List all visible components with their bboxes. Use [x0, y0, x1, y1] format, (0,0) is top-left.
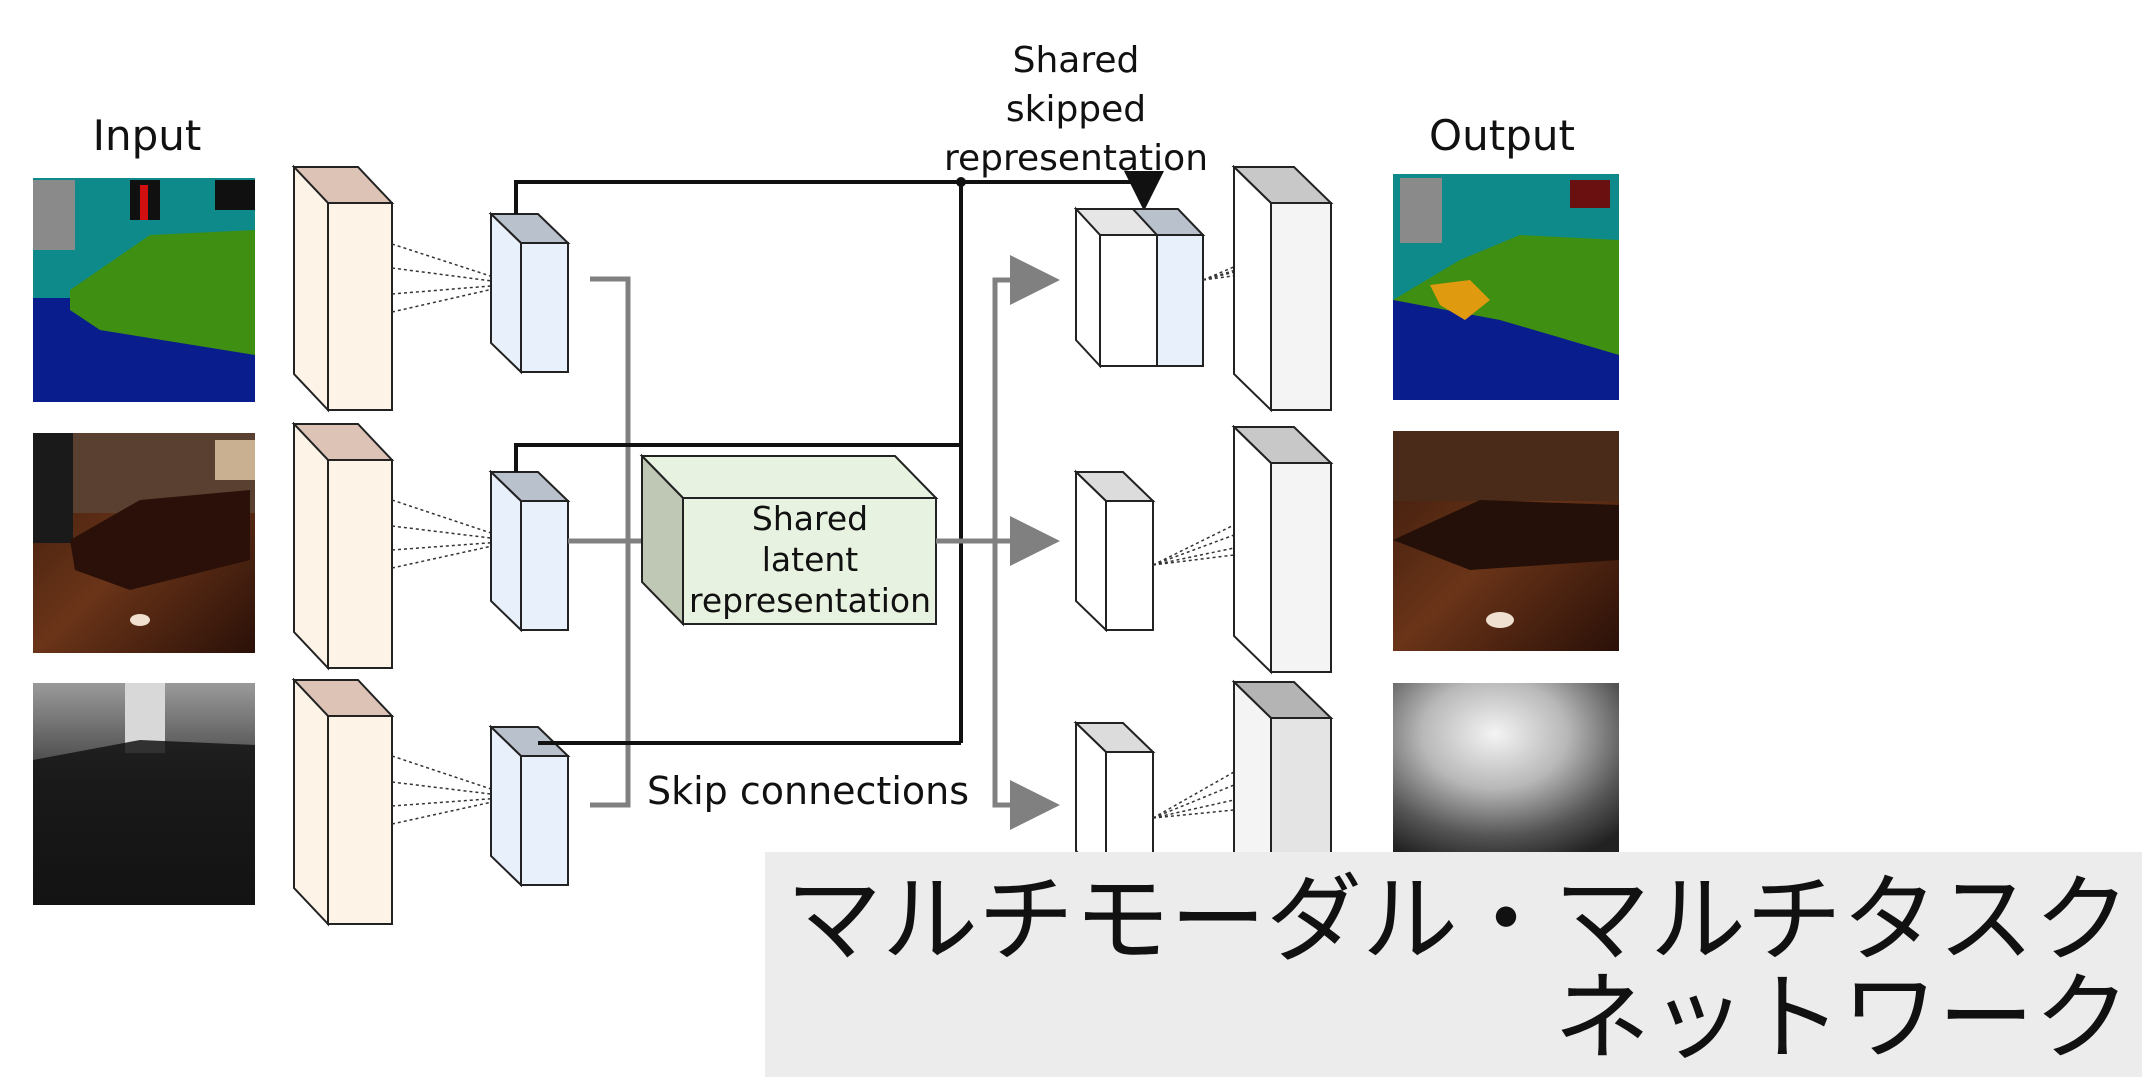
- shared-skipped-label-1: Shared: [1013, 40, 1140, 81]
- input-rgb-image: [33, 433, 255, 653]
- decoder-large-block-2: [1231, 424, 1334, 675]
- output-label: Output: [1429, 111, 1575, 160]
- decoder-small-block-2: [1073, 469, 1156, 633]
- shared-latent-label-2: latent: [762, 540, 859, 579]
- gray-flow-in: [568, 276, 642, 808]
- caption-line-1: マルチモーダル・マルチタスク: [786, 864, 2130, 976]
- bottleneck-block-3: [488, 724, 571, 888]
- input-depth-image: [33, 683, 255, 905]
- encoder-block-3: [291, 677, 395, 927]
- output-depth-image: [1393, 683, 1619, 853]
- decoder-large-block-3: [1231, 679, 1334, 861]
- encoder-block-2: [291, 421, 395, 671]
- shared-skipped-label-3: representation: [944, 138, 1208, 179]
- bottleneck-block-1: [488, 211, 571, 375]
- bottleneck-block-2: [488, 469, 571, 633]
- encoder-block-1: [291, 164, 395, 413]
- shared-latent-block: [639, 453, 939, 627]
- decoder-small-block-1: [1073, 206, 1206, 369]
- skip-connections-label: Skip connections: [647, 769, 969, 813]
- output-rgb-image: [1393, 431, 1619, 651]
- shared-latent-label-1: Shared: [752, 499, 868, 538]
- shared-skipped-label-2: skipped: [1006, 89, 1146, 130]
- caption-box: マルチモーダル・マルチタスク ネットワーク: [765, 852, 2142, 1077]
- gray-flow-out: [936, 255, 1060, 830]
- input-label: Input: [93, 111, 202, 160]
- skip-connection-lines: [514, 171, 1164, 745]
- shared-latent-label-3: representation: [689, 581, 931, 620]
- skip-junction-dot: [956, 177, 966, 187]
- input-segmentation-image: [33, 178, 255, 402]
- output-segmentation-image: [1393, 174, 1619, 400]
- caption-line-2: ネットワーク: [1554, 962, 2130, 1074]
- decoder-large-block-1: [1231, 164, 1334, 413]
